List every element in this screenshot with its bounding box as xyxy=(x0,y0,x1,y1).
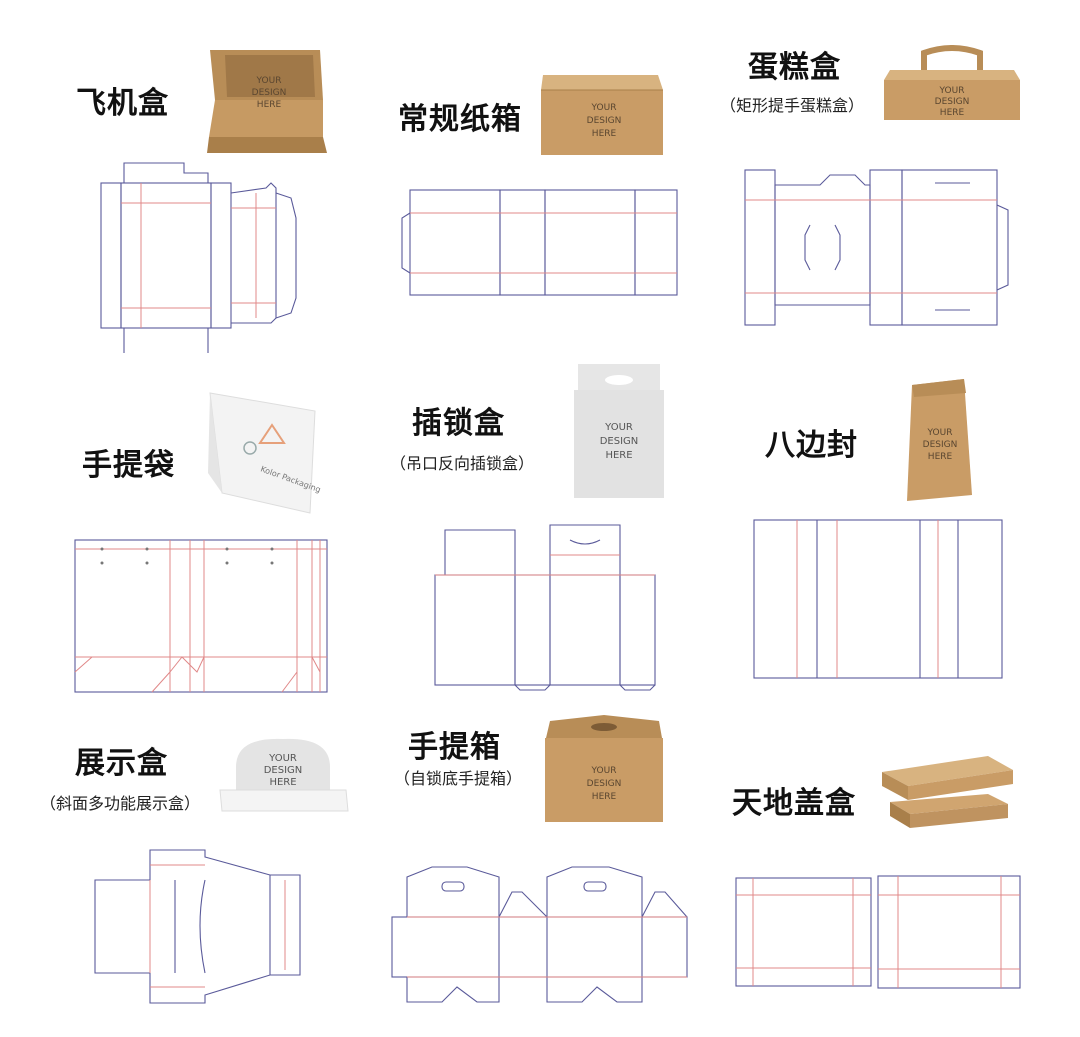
display-box-photo: YOUR DESIGN HERE xyxy=(218,735,350,817)
mock-text-2: DESIGN xyxy=(264,765,303,776)
handle-box-photo: YOUR DESIGN HERE xyxy=(542,713,667,829)
title-handle-box: 手提箱 xyxy=(408,730,501,765)
title-handbag: 手提袋 xyxy=(82,448,175,483)
cake-box-photo: YOUR DESIGN HERE xyxy=(882,45,1022,129)
handbag-dieline xyxy=(72,537,332,697)
airplane-box-photo: YOUR DESIGN HERE xyxy=(205,45,330,159)
display-box-dieline xyxy=(90,845,315,1010)
mock-text-2: DESIGN xyxy=(935,97,970,107)
regular-box-dieline xyxy=(400,188,685,298)
mock-text-3: HERE xyxy=(940,108,965,118)
eight-side-seal-dieline xyxy=(752,517,1007,682)
cake-box-dieline xyxy=(740,165,1020,330)
lock-box-dieline xyxy=(430,520,665,695)
subtitle-display-box: （斜面多功能展示盒） xyxy=(40,794,201,813)
mock-text-3: HERE xyxy=(257,100,282,110)
airplane-box-dieline xyxy=(96,158,301,358)
mock-text-1: YOUR xyxy=(591,766,617,776)
subtitle-handle-box: （自锁底手提箱） xyxy=(394,769,523,788)
subtitle-lock-box: （吊口反向插锁盒） xyxy=(390,454,535,473)
mock-text-3: HERE xyxy=(928,452,953,462)
title-lock-box: 插锁盒 xyxy=(412,406,505,441)
mock-text-3: HERE xyxy=(605,450,632,461)
mock-text-2: DESIGN xyxy=(252,88,287,98)
lid-box-photo xyxy=(878,752,1018,836)
mock-text-3: HERE xyxy=(592,129,617,139)
mock-text-1: YOUR xyxy=(591,103,617,113)
mock-text-1: YOUR xyxy=(256,76,282,86)
eight-side-seal-photo: YOUR DESIGN HERE xyxy=(902,375,977,509)
mock-text-1: YOUR xyxy=(939,86,965,96)
mock-text-1: YOUR xyxy=(927,428,953,438)
mock-text-1: YOUR xyxy=(268,753,297,764)
title-lid-box: 天地盖盒 xyxy=(732,786,856,821)
mock-text-2: DESIGN xyxy=(587,116,622,126)
title-airplane-box: 飞机盒 xyxy=(76,86,169,121)
mock-text-2: DESIGN xyxy=(923,440,958,450)
mock-text-2: DESIGN xyxy=(587,779,622,789)
lock-box-photo: YOUR DESIGN HERE xyxy=(572,362,667,504)
handle-box-dieline xyxy=(387,862,692,1012)
mock-text-1: YOUR xyxy=(604,422,633,433)
subtitle-cake-box: （矩形提手蛋糕盒） xyxy=(720,96,865,115)
regular-box-photo: YOUR DESIGN HERE xyxy=(538,70,668,164)
mock-text-3: HERE xyxy=(269,777,296,788)
title-cake-box: 蛋糕盒 xyxy=(748,50,841,85)
handbag-photo: Kolor Packaging xyxy=(200,383,325,522)
title-eight-side-seal: 八边封 xyxy=(765,428,858,463)
mock-text-3: HERE xyxy=(592,792,617,802)
title-regular-box: 常规纸箱 xyxy=(398,102,522,137)
mock-text-2: DESIGN xyxy=(600,436,639,447)
lid-box-dieline xyxy=(733,873,1025,993)
title-display-box: 展示盒 xyxy=(75,746,168,781)
